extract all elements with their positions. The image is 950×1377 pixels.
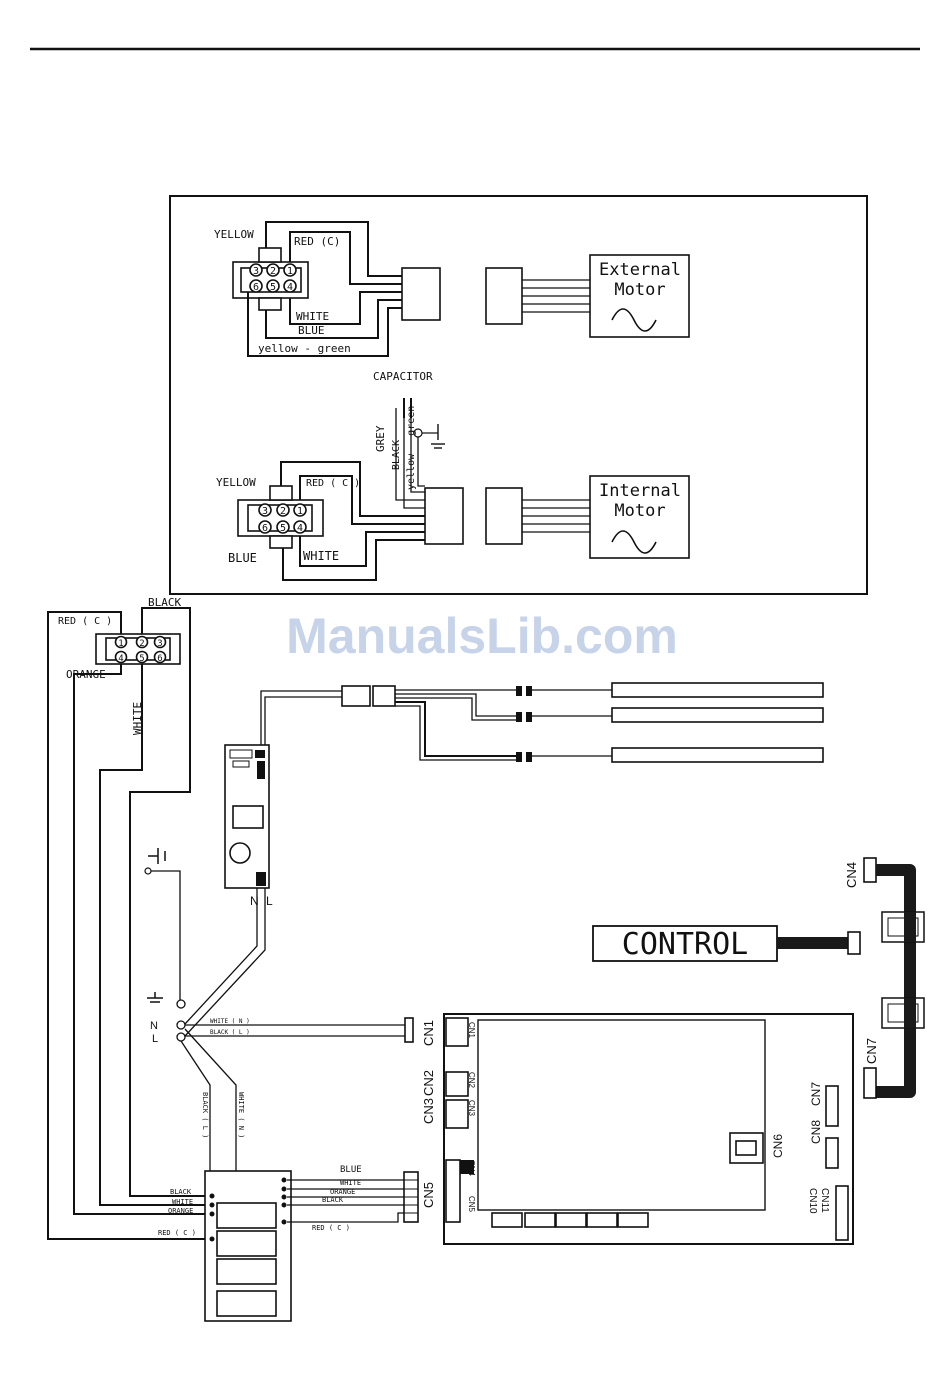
cn2-label: CN2 (421, 1070, 436, 1096)
int-blue-label: BLUE (228, 551, 257, 565)
term-white-label: WHITE (172, 1198, 193, 1206)
left-pin-2: 2 (139, 639, 144, 649)
left-pin-6: 6 (157, 654, 162, 664)
int-yellow-label: YELLOW (216, 476, 256, 489)
board-cn4: CN4 (467, 1160, 476, 1177)
board-cn3: CN3 (467, 1100, 476, 1117)
sensor-n-label: N (250, 894, 259, 908)
board-cn7: CN7 (809, 1082, 823, 1106)
ext-blue-label: BLUE (298, 324, 325, 337)
vert-black-label: BLACK ( L ) (201, 1092, 209, 1138)
ext-pin-3: 3 (253, 266, 259, 277)
cn7-label: CN7 (864, 1038, 879, 1064)
ext-pin-5: 5 (270, 282, 276, 293)
cn5-red-label: RED ( C ) (312, 1224, 350, 1232)
black-l-label: BLACK ( L ) (210, 1029, 250, 1036)
power-terminals: N L (147, 888, 414, 1180)
sensor-l-label: L (266, 894, 273, 908)
board-cn11: CN11 (819, 1188, 830, 1213)
int-pin-3: 3 (262, 506, 268, 517)
board-cn5: CN5 (467, 1196, 476, 1213)
term-black-label: BLACK (170, 1188, 192, 1196)
vert-white-label: WHITE ( N ) (237, 1092, 245, 1138)
cn5-orange-label: ORANGE (330, 1188, 355, 1196)
int-pin-5: 5 (280, 523, 286, 534)
earth-symbol-top (144, 848, 181, 1000)
cn4-label: CN4 (844, 862, 859, 888)
cn1-label: CN1 (421, 1020, 436, 1046)
internal-motor-label-2: Motor (614, 501, 665, 521)
int-white-label: WHITE (303, 549, 339, 563)
term-orange-label: ORANGE (168, 1207, 193, 1215)
int-pin-4: 4 (297, 523, 303, 534)
external-motor-label-1: External (599, 260, 681, 280)
main-board: CN1 CN2 CN3 CN4 CN5 CN6 CN7 CN8 CN10 CN1… (443, 1013, 854, 1245)
board-cn10: CN10 (807, 1188, 818, 1214)
ext-pin-4: 4 (287, 282, 293, 293)
ext-pin-6: 6 (253, 282, 259, 293)
control-panel: CONTROL (592, 925, 861, 962)
internal-motor-label-1: Internal (599, 481, 681, 501)
board-cn1: CN1 (467, 1022, 476, 1039)
internal-connector: 3 2 1 6 5 4 (237, 485, 324, 549)
left-black-label: BLACK (148, 596, 181, 609)
int-pin-2: 2 (280, 506, 286, 517)
left-pin-1: 1 (118, 639, 123, 649)
left-pin-3: 3 (157, 639, 162, 649)
grey-label: GREY (374, 425, 387, 452)
external-connector: 3 2 1 6 5 4 (232, 247, 309, 311)
left-connector: 1 2 3 4 5 6 (95, 633, 181, 665)
int-yellow-green-label: yellow - green (406, 406, 417, 490)
cn3-label: CN3 (421, 1098, 436, 1124)
watermark: ManualsLib.com (286, 608, 678, 664)
external-motor: External Motor (589, 254, 690, 338)
external-motor-label-2: Motor (614, 280, 665, 300)
ext-pin-2: 2 (270, 266, 276, 277)
ext-pin-1: 1 (287, 266, 293, 277)
power-n-label: N (150, 1020, 158, 1032)
sensor-board: N L (224, 744, 273, 908)
int-pin-1: 1 (297, 506, 303, 517)
board-cn2: CN2 (467, 1072, 476, 1089)
left-pin-5: 5 (139, 654, 144, 664)
left-red-label: RED ( C ) (58, 616, 112, 627)
ext-white-label: WHITE (296, 310, 329, 323)
int-red-label: RED ( C ) (306, 478, 360, 489)
term-red-label: RED ( C ) (158, 1229, 196, 1237)
cn5-black-label: BLACK (322, 1196, 344, 1204)
white-n-label: WHITE ( N ) (210, 1018, 250, 1025)
black-label: BLACK (391, 440, 402, 470)
display-cable (863, 857, 925, 1099)
board-cn8: CN8 (809, 1120, 823, 1144)
capacitor-label: CAPACITOR (373, 370, 433, 383)
left-wires (47, 607, 207, 1240)
control-label: CONTROL (622, 927, 748, 962)
ext-red-label: RED (C) (294, 235, 340, 248)
internal-wires (280, 461, 590, 581)
cn5-wires (287, 1171, 419, 1223)
int-pin-6: 6 (262, 523, 268, 534)
ext-yellow-green-label: yellow - green (258, 342, 351, 355)
motor-frame (169, 195, 868, 595)
sensor-cables (260, 682, 824, 763)
cn5-label: CN5 (421, 1182, 436, 1208)
left-pin-4: 4 (118, 654, 123, 664)
cn5-blue-label: BLUE (340, 1165, 362, 1175)
terminal-block (204, 1170, 292, 1322)
cn5-white-label: WHITE (340, 1179, 361, 1187)
external-wires (247, 221, 590, 357)
power-l-label: L (152, 1033, 158, 1045)
ext-yellow-label: YELLOW (214, 228, 254, 241)
internal-motor: Internal Motor (589, 475, 690, 559)
capacitor (395, 398, 445, 509)
board-cn6: CN6 (771, 1134, 785, 1158)
left-white-label: WHITE (131, 702, 144, 735)
